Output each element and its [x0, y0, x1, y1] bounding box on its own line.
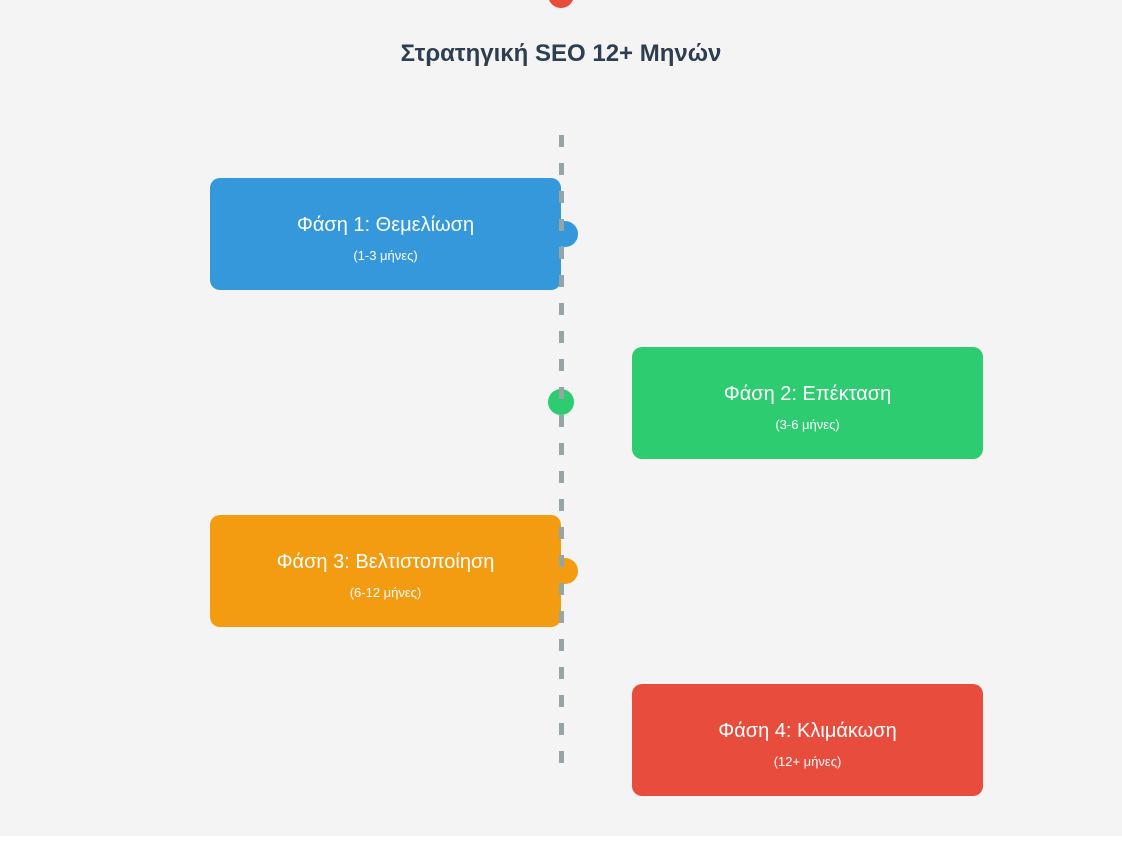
timeline-dashed-line	[559, 135, 564, 770]
phase-4-box: Φάση 4: Κλιμάκωση (12+ μήνες)	[632, 684, 983, 796]
phase-4-duration: (12+ μήνες)	[773, 754, 842, 769]
phase-3-box: Φάση 3: Βελτιστοποίηση (6-12 μήνες)	[210, 515, 561, 627]
phase-1-box: Φάση 1: Θεμελίωση (1-3 μήνες)	[210, 178, 561, 290]
phase-3-title: Φάση 3: Βελτιστοποίηση	[276, 551, 495, 573]
phase-1-title: Φάση 1: Θεμελίωση	[296, 214, 475, 236]
phase-2-duration: (3-6 μήνες)	[775, 417, 840, 432]
diagram-title: Στρατηγική SEO 12+ Μηνών	[400, 40, 722, 67]
phase-2-title: Φάση 2: Επέκταση	[723, 383, 892, 405]
phase-3-duration: (6-12 μήνες)	[349, 585, 422, 600]
phase-2-box: Φάση 2: Επέκταση (3-6 μήνες)	[632, 347, 983, 459]
phase-1-duration: (1-3 μήνες)	[353, 248, 418, 263]
phase-4-title: Φάση 4: Κλιμάκωση	[718, 720, 897, 742]
timeline-marker-top	[548, 0, 574, 8]
